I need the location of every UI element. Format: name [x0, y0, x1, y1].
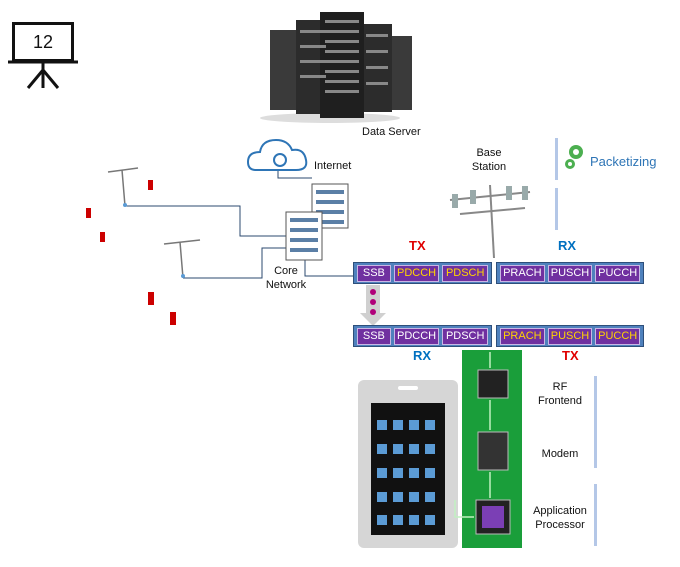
prach-cell: PRACH: [500, 327, 545, 345]
uplink-top-bar: PRACH PUSCH PUCCH: [496, 262, 644, 284]
separator-line: [594, 484, 597, 546]
antenna-panels: [452, 186, 528, 208]
pdcch-cell: PDCCH: [393, 327, 440, 345]
modem-label: Modem: [541, 448, 579, 460]
phone-icons: [86, 180, 176, 325]
user-equipment-phone-icon: [358, 380, 458, 548]
circuit-board-icon: [454, 350, 522, 548]
pusch-cell: PUSCH: [547, 327, 593, 345]
uplink-top-header: RX: [558, 238, 577, 253]
ssb-cell: SSB: [357, 264, 391, 282]
slide-number-board: 12: [12, 22, 74, 62]
downlink-bottom-header: RX: [413, 348, 432, 363]
base-station-tower-icon: [449, 184, 531, 259]
downlink-top-bar: SSB PDCCH PDSCH: [353, 262, 492, 284]
gear-icon: [565, 145, 583, 169]
transfer-arrow: [360, 285, 386, 326]
pdsch-cell: PDSCH: [442, 264, 489, 282]
separator-line: [555, 188, 558, 230]
internet-label: Internet: [314, 160, 352, 172]
downlink-top-header: TX: [409, 238, 426, 253]
separator-line: [555, 138, 558, 180]
cell-tower-icon: [107, 167, 201, 279]
uplink-bottom-header: TX: [562, 348, 579, 363]
slide-number: 12: [32, 31, 54, 52]
ssb-cell: SSB: [357, 327, 391, 345]
core-network-server-icon: [285, 183, 349, 261]
downlink-bottom-bar: SSB PDCCH PDSCH: [353, 325, 492, 347]
pusch-cell: PUSCH: [547, 264, 593, 282]
pdcch-cell: PDCCH: [393, 264, 440, 282]
data-server-icon: [260, 12, 412, 123]
data-server-label: Data Server: [362, 126, 421, 138]
packetizing-label: Packetizing: [590, 154, 657, 169]
pucch-cell: PUCCH: [595, 327, 641, 345]
pdsch-cell: PDSCH: [442, 327, 489, 345]
uplink-bottom-bar: PRACH PUSCH PUCCH: [496, 325, 644, 347]
prach-cell: PRACH: [500, 264, 545, 282]
pucch-cell: PUCCH: [595, 264, 641, 282]
separator-line: [594, 376, 597, 468]
cloud-icon: [246, 138, 308, 171]
